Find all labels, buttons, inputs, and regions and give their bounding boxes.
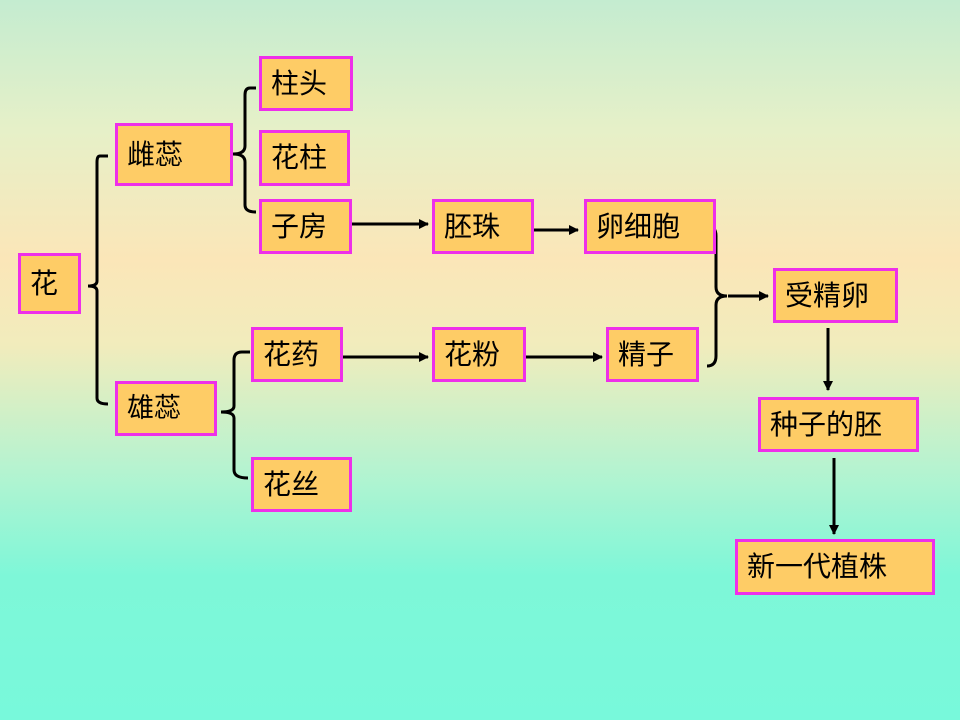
node-xiongrui: 雄蕊	[115, 381, 217, 436]
brace-xiongrui	[220, 350, 250, 480]
brace-cirui	[232, 86, 257, 214]
node-huayao: 花药	[251, 327, 343, 382]
node-huafen: 花粉	[432, 327, 526, 382]
node-huasi: 花丝	[251, 457, 352, 512]
node-hua: 花	[18, 253, 81, 314]
node-peizhu: 胚珠	[432, 199, 534, 254]
node-zhongzidepei: 种子的胚	[758, 397, 919, 452]
node-shoujingluan: 受精卵	[773, 268, 898, 323]
node-jingzi: 精子	[606, 327, 699, 382]
brace-hua	[87, 154, 109, 406]
node-zifang: 子房	[259, 199, 352, 254]
node-cirui: 雌蕊	[115, 123, 233, 186]
node-luanxibao: 卵细胞	[584, 199, 716, 254]
node-huazhu: 花柱	[259, 130, 350, 186]
node-xinyidaizhizhu: 新一代植株	[735, 539, 935, 595]
node-zhutou: 柱头	[259, 56, 353, 111]
